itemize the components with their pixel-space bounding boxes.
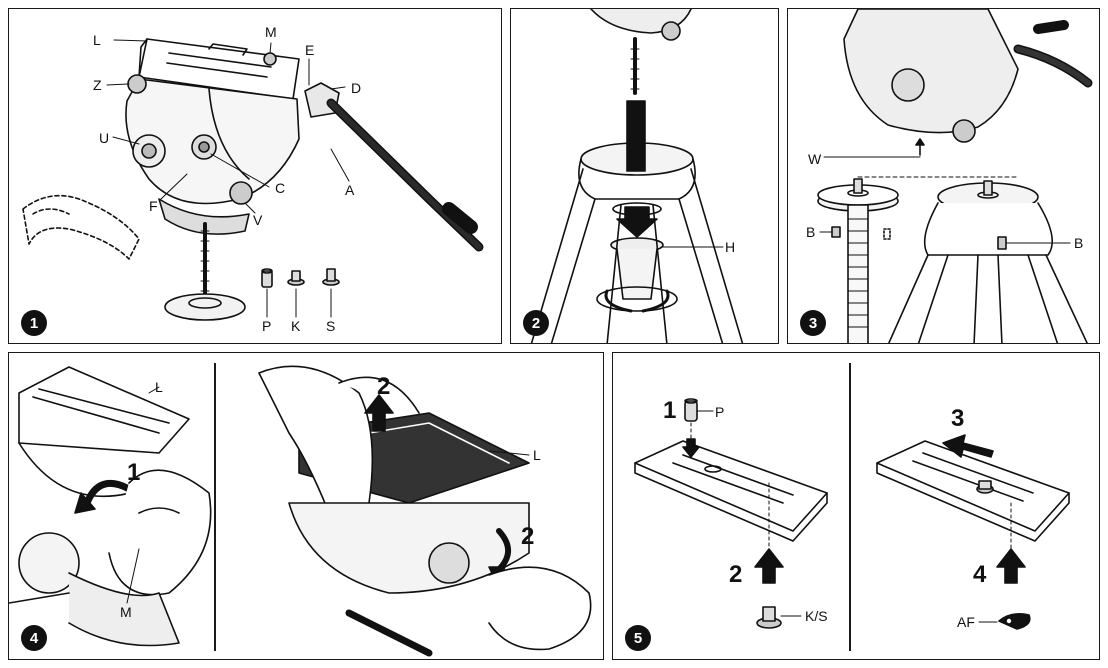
panel-5-illustration <box>634 398 1070 630</box>
panel-4-remove-plate: L M L 1 2 2 4 <box>8 352 604 660</box>
step-number-4: 4 <box>973 561 987 588</box>
panel-2-mount-head: H 2 <box>510 8 779 344</box>
callout-C: C <box>275 180 286 196</box>
callout-P: P <box>715 404 725 420</box>
callout-V: V <box>253 212 263 228</box>
panel-4-illustration <box>9 365 592 657</box>
callout-B-left: B <box>806 224 816 240</box>
panel-3-flat-base: W B B 3 <box>787 8 1100 344</box>
callout-D: D <box>351 80 362 96</box>
callout-A: A <box>345 182 355 198</box>
panel-5-divider <box>849 363 851 651</box>
panel-1-head-overview: L M E D Z U C A F V P K S 1 <box>8 8 502 344</box>
callout-K-S: K/S <box>805 608 828 624</box>
panel-5-plate-accessories: P K/S AF 1 2 3 4 5 <box>612 352 1100 660</box>
panel-number-badge: 5 <box>625 625 651 651</box>
callout-E: E <box>305 42 315 58</box>
callout-L-left: L <box>155 379 163 395</box>
step-number-3: 3 <box>951 405 965 432</box>
callout-AF: AF <box>957 614 975 630</box>
callout-U: U <box>99 130 110 146</box>
panel-4-divider <box>214 363 216 651</box>
callout-P: P <box>262 318 272 334</box>
panel-number-badge: 2 <box>523 310 549 336</box>
panel-2-illustration <box>530 9 744 343</box>
step-number-1: 1 <box>127 459 141 486</box>
callout-K: K <box>291 318 301 334</box>
panel-1-illustration <box>22 38 484 321</box>
callout-B-right: B <box>1074 235 1084 251</box>
callout-S: S <box>326 318 336 334</box>
panel-3-illustration <box>817 9 1093 343</box>
step-number-1: 1 <box>663 397 677 424</box>
callout-W: W <box>808 151 822 167</box>
callout-L: L <box>93 32 101 48</box>
panel-number-badge: 3 <box>800 310 826 336</box>
step-number-2: 2 <box>729 561 743 588</box>
step-number-2-side: 2 <box>521 523 535 550</box>
callout-F: F <box>149 198 158 214</box>
panel-number-badge: 4 <box>21 625 47 651</box>
callout-L-right: L <box>533 447 541 463</box>
panel-number-badge: 1 <box>21 310 47 336</box>
step-number-2-top: 2 <box>377 373 391 400</box>
callout-Z: Z <box>93 77 102 93</box>
callout-M: M <box>120 604 132 620</box>
callout-H: H <box>725 239 736 255</box>
callout-M: M <box>265 24 277 40</box>
